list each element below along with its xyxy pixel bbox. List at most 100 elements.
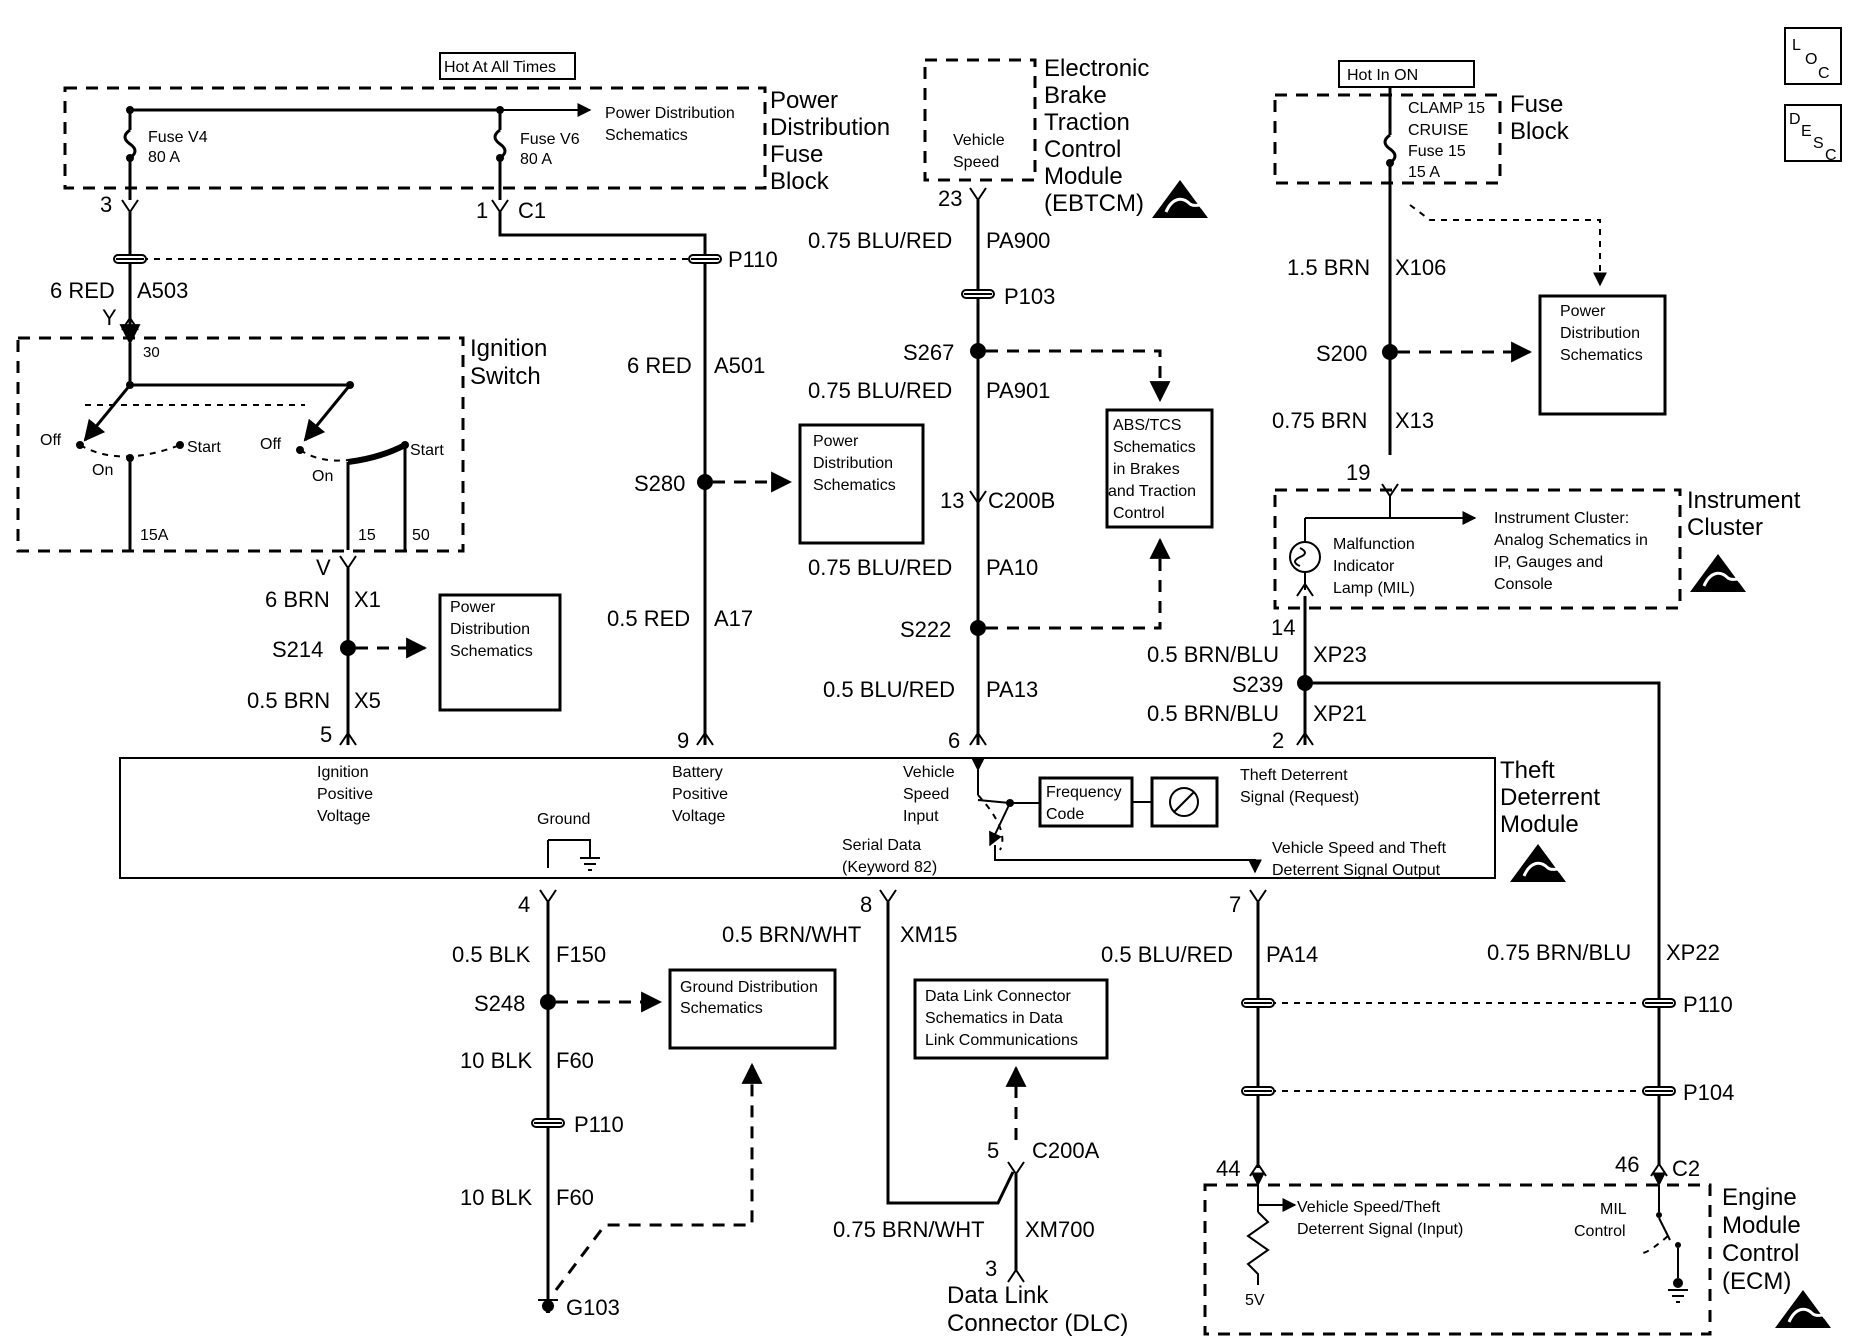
wire-label: PA14	[1266, 942, 1318, 967]
svg-text:4: 4	[518, 892, 530, 917]
svg-text:On: On	[92, 462, 113, 479]
svg-text:Control: Control	[1722, 1240, 1799, 1267]
svg-text:Instrument Cluster:: Instrument Cluster:	[1494, 510, 1629, 527]
wire-label: 6 RED	[50, 278, 115, 303]
splice-s267	[970, 343, 986, 359]
svg-text:ABS/TCS: ABS/TCS	[1113, 417, 1181, 434]
svg-text:MIL: MIL	[1600, 1201, 1627, 1218]
svg-text:Distribution: Distribution	[770, 114, 890, 141]
wire-label: 0.5 BRN/BLU	[1147, 642, 1279, 667]
svg-text:Off: Off	[40, 432, 62, 449]
svg-text:(EBTCM): (EBTCM)	[1044, 190, 1144, 217]
svg-text:Control: Control	[1574, 1223, 1626, 1240]
svg-text:13: 13	[940, 488, 964, 513]
ground-distribution-ref	[668, 968, 837, 1050]
svg-text:Module: Module	[1044, 163, 1123, 190]
svg-text:O: O	[1805, 51, 1817, 68]
svg-text:C200B: C200B	[988, 488, 1055, 513]
wire-label: A17	[714, 606, 753, 631]
svg-text:50: 50	[412, 527, 430, 544]
splice-s280	[697, 474, 713, 490]
svg-text:Power: Power	[450, 599, 496, 616]
wire-label: 0.75 BRN	[1272, 408, 1367, 433]
serial-data-circuit: 8 0.5 BRN/WHT XM15 Data Link Connector S…	[722, 889, 1128, 1337]
resistor-icon	[1246, 1211, 1270, 1285]
svg-text:2: 2	[1272, 728, 1284, 753]
svg-text:Y: Y	[102, 305, 117, 330]
svg-text:Serial Data: Serial Data	[842, 837, 921, 854]
svg-text:Vehicle: Vehicle	[953, 132, 1005, 149]
svg-text:Module: Module	[1500, 811, 1579, 838]
tdm-title: Theft	[1500, 757, 1555, 784]
wire-label: 0.75 BRN/WHT	[833, 1217, 985, 1242]
svg-text:15 A: 15 A	[1408, 164, 1440, 181]
svg-text:30: 30	[143, 344, 160, 361]
wire-label: 10 BLK	[460, 1185, 532, 1210]
svg-text:Schematics: Schematics	[1560, 347, 1643, 364]
svg-text:19: 19	[1346, 460, 1370, 485]
wire-label: XP22	[1666, 940, 1720, 965]
wire-label: PA10	[986, 555, 1038, 580]
wire-label: X1	[354, 587, 381, 612]
svg-text:Off: Off	[260, 436, 282, 453]
splice-s248	[540, 994, 556, 1010]
svg-text:Indicator: Indicator	[1333, 558, 1395, 575]
abs-tcs-schematics-ref	[1105, 408, 1214, 529]
svg-text:Schematics: Schematics	[605, 127, 688, 144]
p110-label: P110	[1683, 992, 1733, 1017]
svg-text:5: 5	[320, 722, 332, 747]
wire-label: 0.75 BLU/RED	[808, 228, 952, 253]
svg-text:and Traction: and Traction	[1108, 483, 1196, 500]
p104-label: P104	[1683, 1080, 1734, 1105]
wire-label: 0.5 BRN/WHT	[722, 922, 861, 947]
svg-text:44: 44	[1216, 1156, 1240, 1181]
p110-label: P110	[574, 1112, 624, 1137]
svg-text:8: 8	[860, 892, 872, 917]
wire-label: 0.75 BLU/RED	[808, 378, 952, 403]
svg-text:Brake: Brake	[1044, 82, 1107, 109]
svg-text:7: 7	[1229, 892, 1241, 917]
svg-text:Control: Control	[1113, 505, 1165, 522]
svg-text:Power: Power	[1560, 303, 1606, 320]
desc-icon[interactable]: D E S C	[1784, 104, 1842, 164]
pd-schematics-ref	[1538, 294, 1667, 416]
ground-icon	[580, 857, 600, 871]
svg-text:C: C	[1818, 65, 1830, 82]
wire-label: XP23	[1313, 642, 1367, 667]
svg-text:S222: S222	[900, 617, 951, 642]
svg-text:80 A: 80 A	[148, 149, 180, 166]
wire-label: F60	[556, 1048, 594, 1073]
wire-label: 0.75 BRN/BLU	[1487, 940, 1631, 965]
svg-text:Block: Block	[1510, 118, 1570, 145]
dlc-schematics-ref	[913, 978, 1109, 1060]
svg-text:Voltage: Voltage	[317, 808, 370, 825]
wire-label: XP21	[1313, 701, 1367, 726]
svg-text:C: C	[1825, 147, 1837, 164]
splice-s200	[1382, 344, 1398, 360]
theft-deterrent-module: Ignition Positive Voltage Ground Battery…	[119, 757, 1600, 884]
loc-icon[interactable]: L O C	[1784, 27, 1842, 85]
wire-label: PA901	[986, 378, 1050, 403]
svg-text:Link Communications: Link Communications	[925, 1032, 1078, 1049]
wire-label: PA13	[986, 677, 1038, 702]
wire-label: 1.5 BRN	[1287, 255, 1370, 280]
esd-warning-icon	[1508, 842, 1568, 884]
svg-text:CLAMP 15: CLAMP 15	[1408, 100, 1485, 117]
wire-label: X106	[1395, 255, 1446, 280]
wire-label: F60	[556, 1185, 594, 1210]
svg-text:Vehicle Speed/Theft: Vehicle Speed/Theft	[1297, 1199, 1441, 1216]
svg-text:S267: S267	[903, 340, 954, 365]
svg-text:5: 5	[987, 1138, 999, 1163]
pin-label: 1	[476, 198, 488, 223]
svg-text:Voltage: Voltage	[672, 808, 725, 825]
wire-label: 0.5 BLU/RED	[823, 677, 955, 702]
wire-label: A503	[137, 278, 188, 303]
svg-text:in Brakes: in Brakes	[1113, 461, 1180, 478]
svg-text:Distribution: Distribution	[1560, 325, 1640, 342]
svg-text:Vehicle Speed and Theft: Vehicle Speed and Theft	[1272, 840, 1447, 857]
svg-text:Module: Module	[1722, 1212, 1801, 1239]
wire-label: XM15	[900, 922, 957, 947]
fuse-v6-icon	[493, 128, 507, 160]
svg-text:Battery: Battery	[672, 764, 723, 781]
